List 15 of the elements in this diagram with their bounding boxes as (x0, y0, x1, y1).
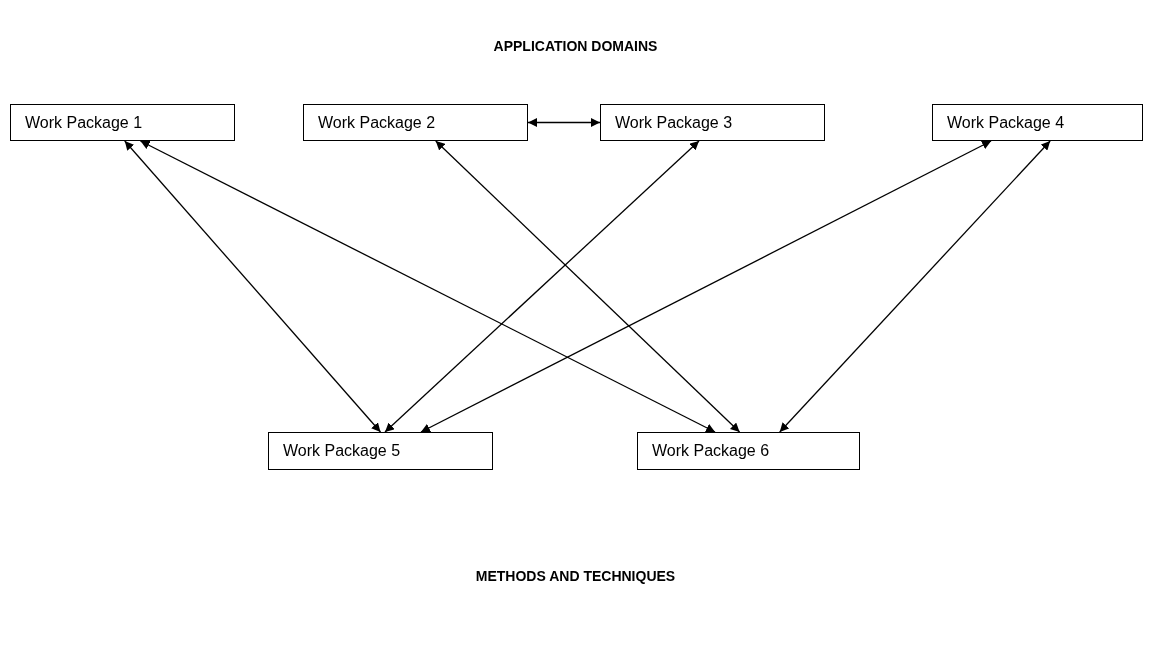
arrow (139, 140, 716, 433)
process-box: Work Package 3 (600, 104, 825, 141)
arrow (527, 118, 601, 127)
process-box: Work Package 1 (10, 104, 235, 141)
process-box: Work Package 4 (932, 104, 1143, 141)
arrow (124, 140, 382, 433)
arrow (420, 140, 992, 433)
arrow (435, 140, 741, 433)
section-label: METHODS AND TECHNIQUES (475, 568, 676, 584)
process-box: Work Package 2 (303, 104, 528, 141)
arrow (384, 140, 700, 433)
arrow (779, 140, 1051, 433)
process-box: Work Package 6 (637, 432, 860, 470)
process-box: Work Package 5 (268, 432, 493, 470)
heading: APPLICATION DOMAINS (493, 38, 658, 54)
